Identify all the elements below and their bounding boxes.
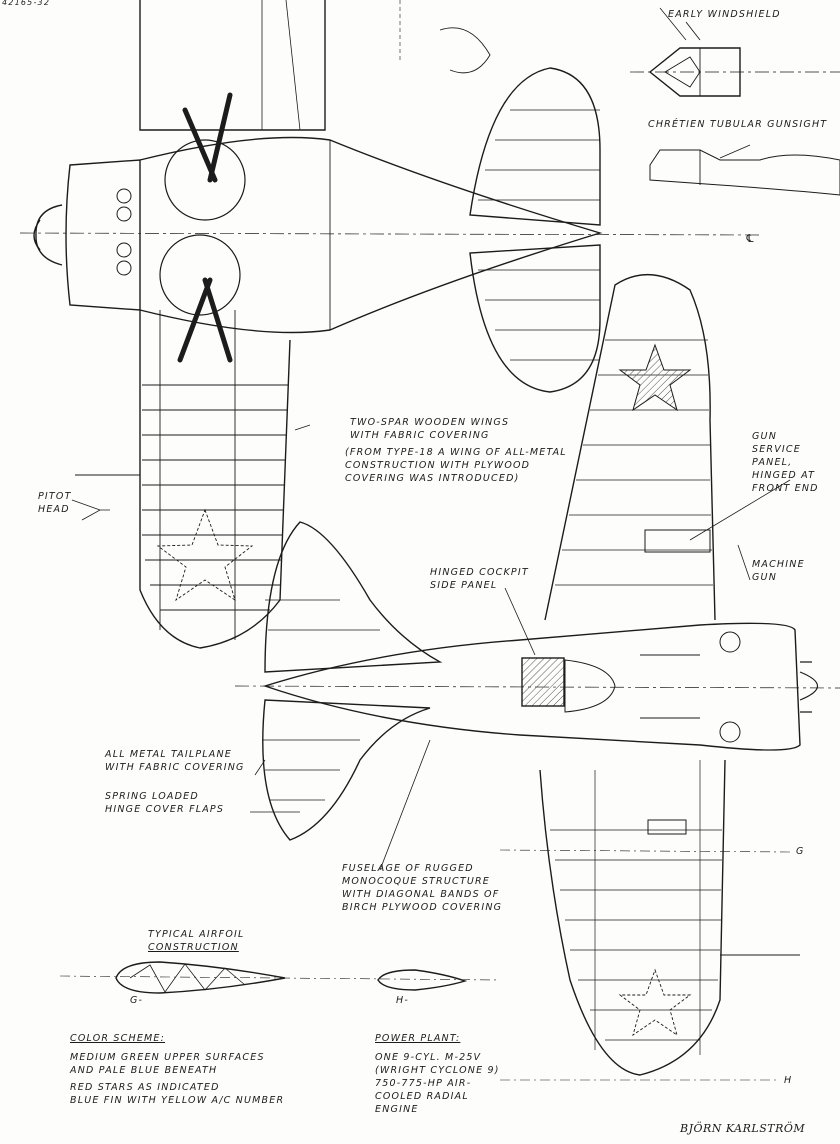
color-scheme: COLOR SCHEME: MEDIUM GREEN UPPER SURFACE…	[70, 1033, 285, 1106]
airfoil-sections	[59, 961, 501, 994]
airfoil-section-h	[377, 969, 468, 991]
wing-star-top-view	[156, 508, 254, 602]
power-plant-heading: POWER PLANT:	[375, 1033, 461, 1044]
wing-upper-panel-bottom-view	[544, 274, 716, 621]
power-plant: POWER PLANT: ONE 9-CYL. M-25V (WRIGHT CY…	[375, 1033, 500, 1115]
airfoil-section-g	[115, 961, 286, 994]
section-mark-g: G	[796, 846, 805, 857]
wing-lower-panel-bottom-view	[539, 759, 726, 1076]
fuselage-bottom-view	[262, 622, 801, 751]
windshield-detail	[399, 0, 840, 196]
upper-wing-top	[139, 0, 326, 131]
section-h-label: H-	[396, 995, 409, 1006]
engine-cowl-top	[65, 159, 141, 311]
header-code: 42165-32	[2, 0, 51, 7]
centerline-mark: ℄	[745, 232, 757, 245]
wing-star-bottom-view	[618, 343, 692, 412]
tailplane-bottom-lower	[262, 699, 431, 841]
early-windshield-label: EARLY WINDSHIELD	[668, 9, 781, 20]
artist-signature: BJÖRN KARLSTRÖM	[680, 1122, 806, 1135]
leader-lines	[71, 7, 791, 871]
tailplane-bottom-upper	[264, 521, 443, 673]
tailplane-top-upper	[469, 67, 601, 226]
section-mark-h: H	[784, 1075, 793, 1086]
color-scheme-heading: COLOR SCHEME:	[70, 1033, 166, 1044]
gunsight-detail	[649, 149, 840, 196]
tailplane-top-lower	[469, 244, 601, 393]
cockpit-side-panel	[521, 657, 565, 707]
gunsight-label: CHRÉTIEN TUBULAR GUNSIGHT	[648, 119, 828, 130]
gun-service-panel	[644, 529, 711, 553]
section-g-label: G-	[130, 995, 144, 1006]
plan-view-bottom	[234, 274, 840, 1081]
fuselage-top	[139, 136, 603, 334]
lower-wing-top	[139, 310, 291, 649]
plan-view-top	[19, 0, 761, 649]
